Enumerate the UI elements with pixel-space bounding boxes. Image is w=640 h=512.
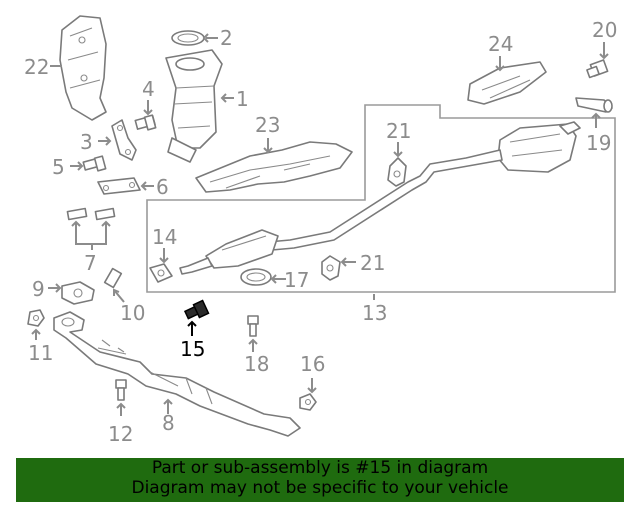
banner-line-1: Part or sub-assembly is #15 in diagram — [151, 458, 489, 478]
part-19-tailpipe-tip[interactable] — [575, 97, 613, 113]
callout-4: 4 — [142, 77, 155, 101]
part-3-bracket[interactable] — [111, 119, 137, 161]
callout-24: 24 — [488, 32, 513, 56]
part-8-front-pipe[interactable] — [53, 311, 301, 437]
callout-2: 2 — [220, 26, 233, 50]
callout-13: 13 — [362, 301, 387, 325]
part-15-bolt[interactable] — [183, 299, 210, 320]
part-10-stud[interactable] — [103, 267, 123, 289]
callout-7: 7 — [84, 251, 97, 275]
part-11-nut[interactable] — [27, 309, 45, 327]
callout-5: 5 — [52, 155, 65, 179]
part-4-bolt[interactable] — [134, 114, 157, 131]
callout-8: 8 — [162, 411, 175, 435]
banner-line-2: Diagram may not be specific to your vehi… — [131, 478, 509, 498]
part-13-rear-pipe-muffler[interactable] — [179, 121, 581, 275]
callout-23: 23 — [255, 113, 280, 137]
callout-19: 19 — [586, 131, 611, 155]
callout-3: 3 — [80, 130, 93, 154]
part-1-catalytic-converter[interactable] — [165, 49, 223, 163]
part-7-studs[interactable] — [66, 207, 116, 221]
part-6-bracket[interactable] — [97, 177, 141, 195]
callout-6: 6 — [156, 175, 169, 199]
part-9-gasket[interactable] — [61, 281, 95, 305]
part-20-bolt[interactable] — [586, 59, 609, 79]
callout-9: 9 — [32, 277, 45, 301]
part-14-gasket[interactable] — [149, 263, 173, 283]
part-18-bolt[interactable] — [247, 315, 259, 337]
part-22-heat-shield[interactable] — [59, 15, 107, 121]
part-21-hanger-lower[interactable] — [321, 255, 341, 281]
callout-22: 22 — [24, 55, 49, 79]
part-21-hanger-upper[interactable] — [387, 157, 407, 187]
part-24-heat-shield[interactable] — [467, 61, 547, 105]
assembly-13-outline — [146, 104, 616, 293]
callout-18: 18 — [244, 352, 269, 376]
part-16-nut[interactable] — [299, 393, 317, 411]
info-banner: Part or sub-assembly is #15 in diagram D… — [16, 458, 624, 502]
callout-21-lower: 21 — [360, 251, 385, 275]
callout-16: 16 — [300, 352, 325, 376]
callout-11: 11 — [28, 341, 53, 365]
callout-14: 14 — [152, 225, 177, 249]
callout-17: 17 — [284, 268, 309, 292]
part-5-bolt[interactable] — [82, 155, 107, 172]
part-17-gasket[interactable] — [240, 268, 272, 286]
part-23-heat-shield[interactable] — [195, 141, 353, 193]
part-12-bolt[interactable] — [115, 379, 127, 401]
callout-21-upper: 21 — [386, 119, 411, 143]
callout-12: 12 — [108, 422, 133, 446]
callout-1: 1 — [236, 87, 249, 111]
exhaust-parts-diagram: 22 2 1 4 3 5 — [24, 15, 617, 446]
callout-20: 20 — [592, 18, 617, 42]
callout-15: 15 — [180, 337, 205, 361]
part-2-gasket[interactable] — [171, 30, 205, 46]
callout-10: 10 — [120, 301, 145, 325]
